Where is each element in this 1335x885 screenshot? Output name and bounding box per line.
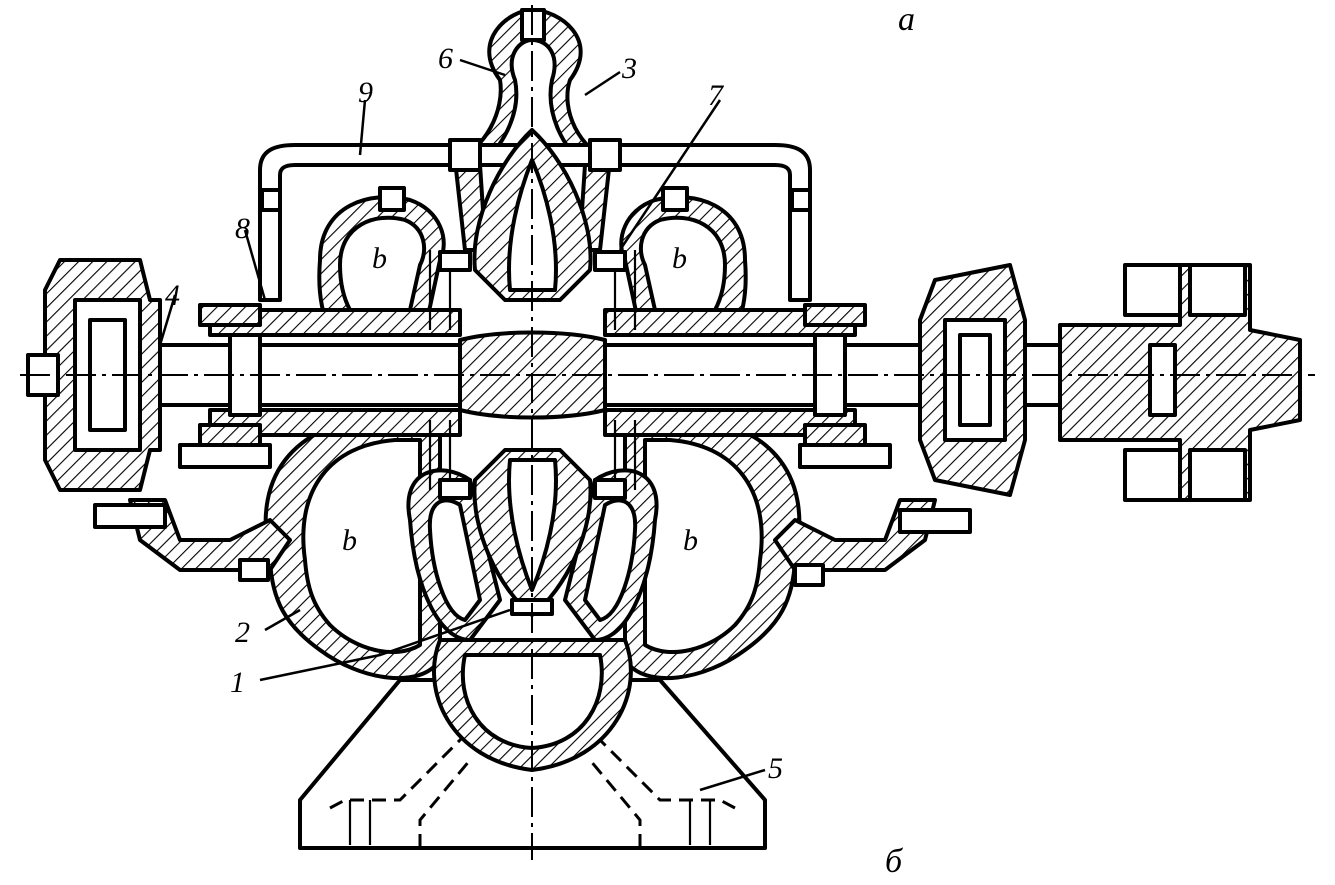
chamber-label-upper-left: b xyxy=(372,242,387,275)
view-label-a: a xyxy=(898,1,915,38)
part-label-4: 4 xyxy=(165,279,180,312)
lower-volute-casing xyxy=(263,413,802,772)
part-label-8: 8 xyxy=(235,212,250,245)
center-lines xyxy=(20,5,1315,860)
chamber-label-lower-left: b xyxy=(342,524,357,557)
lower-flanges xyxy=(93,498,972,587)
part-label-5: 5 xyxy=(768,752,783,785)
labels: a б 1 2 3 4 5 6 7 8 9 b b b b xyxy=(165,1,915,880)
part-label-7: 7 xyxy=(708,79,725,112)
coupling xyxy=(1058,263,1302,502)
part-label-3: 3 xyxy=(621,52,637,85)
chamber-label-lower-right: b xyxy=(683,524,698,557)
right-bearing xyxy=(798,263,1027,497)
chamber-label-upper-right: b xyxy=(672,242,687,275)
part-label-6: 6 xyxy=(438,42,453,75)
leader-lines xyxy=(158,58,766,792)
shaft xyxy=(93,308,1197,437)
part-label-1: 1 xyxy=(230,666,245,699)
part-label-2: 2 xyxy=(235,616,250,649)
view-label-b: б xyxy=(885,843,904,880)
balance-pipe xyxy=(258,138,812,302)
part-label-9: 9 xyxy=(358,76,373,109)
